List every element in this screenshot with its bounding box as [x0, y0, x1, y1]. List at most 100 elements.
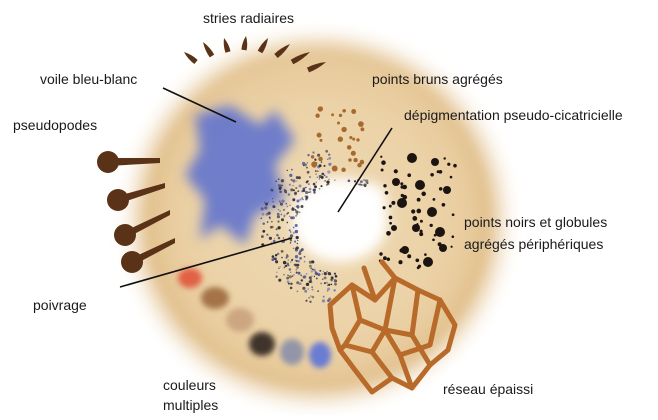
- pepper-dot: [319, 270, 321, 272]
- pepper-dot: [318, 273, 321, 276]
- pepper-dot: [272, 255, 275, 258]
- black-dot: [452, 213, 455, 216]
- pepper-dot: [328, 179, 330, 181]
- pepper-dot: [317, 177, 318, 178]
- black-dot: [428, 210, 433, 215]
- pepper-dot: [301, 248, 304, 251]
- scar-depigmentation: [292, 178, 388, 262]
- pepper-dot: [302, 199, 303, 200]
- pepper-dot: [283, 237, 284, 238]
- pepper-dot: [277, 226, 280, 229]
- black-dot: [447, 163, 450, 166]
- brown-dot: [356, 138, 359, 141]
- pepper-dot: [291, 208, 294, 211]
- black-dot: [415, 258, 419, 262]
- brown-dot: [337, 122, 340, 125]
- pepper-dot: [334, 289, 336, 291]
- pepper-dot: [309, 276, 312, 279]
- pepper-dot: [321, 161, 322, 162]
- pepper-dot: [270, 189, 273, 192]
- black-dot: [387, 258, 390, 261]
- pepper-dot: [324, 175, 325, 176]
- pepper-dot: [300, 275, 302, 277]
- pepper-dot: [317, 170, 319, 172]
- pepper-dot: [295, 209, 297, 211]
- black-dot: [383, 184, 386, 187]
- pepper-dot: [330, 279, 332, 281]
- pepper-dot: [305, 191, 308, 194]
- pepper-dot: [311, 270, 313, 272]
- brown-dot: [320, 139, 323, 142]
- pepper-dot: [286, 263, 289, 266]
- pepper-dot: [290, 239, 292, 241]
- pepper-dot: [281, 179, 284, 182]
- pepper-dot: [294, 192, 297, 195]
- pepper-dot: [277, 213, 280, 216]
- pepper-dot: [292, 275, 294, 277]
- pepper-dot: [279, 266, 280, 267]
- brown-dot: [311, 155, 314, 158]
- pepper-dot: [334, 179, 335, 180]
- pepper-dot: [297, 260, 300, 263]
- pepper-dot: [287, 212, 288, 213]
- pepper-dot: [290, 287, 293, 290]
- pepper-dot: [309, 188, 312, 191]
- pepper-dot: [360, 180, 363, 183]
- pepper-dot: [312, 289, 314, 291]
- black-dot: [439, 187, 443, 191]
- pepper-dot: [305, 195, 307, 197]
- pepper-dot: [327, 159, 328, 160]
- pepper-dot: [299, 257, 302, 260]
- pepper-dot: [313, 191, 315, 193]
- black-dot: [400, 185, 403, 188]
- pepper-dot: [289, 174, 292, 177]
- pepper-dot: [296, 281, 299, 284]
- pepper-dot: [288, 259, 289, 260]
- pepper-dot: [293, 248, 294, 249]
- pepper-dot: [281, 257, 283, 259]
- black-dot: [416, 223, 418, 225]
- pepper-dot: [278, 179, 279, 180]
- pepper-dot: [269, 217, 271, 219]
- pepper-dot: [276, 228, 278, 230]
- black-dot: [383, 256, 387, 260]
- pepper-dot: [291, 169, 293, 171]
- pepper-dot: [363, 183, 366, 186]
- pepper-dot: [335, 275, 338, 278]
- pepper-dot: [266, 234, 268, 236]
- pepper-dot: [295, 224, 298, 227]
- pepper-dot: [289, 184, 291, 186]
- pepper-dot: [316, 277, 318, 279]
- pepper-dot: [274, 238, 275, 239]
- black-dot: [419, 232, 423, 236]
- pepper-dot: [312, 151, 314, 153]
- color-swatch: [280, 339, 304, 365]
- label-radial-streaks: stries radiaires: [203, 10, 294, 27]
- pepper-dot: [299, 211, 301, 213]
- pepper-dot: [306, 167, 308, 169]
- pseudopod-head: [97, 151, 119, 173]
- pepper-dot: [262, 230, 265, 233]
- pepper-dot: [307, 154, 309, 156]
- brown-dot: [318, 157, 323, 162]
- brown-dot: [317, 133, 322, 138]
- color-swatch: [309, 342, 331, 368]
- pepper-dot: [292, 198, 295, 201]
- pepper-dot: [312, 296, 315, 299]
- pepper-dot: [290, 188, 293, 191]
- pepper-dot: [334, 283, 337, 286]
- black-dot: [438, 242, 442, 246]
- pepper-dot: [324, 276, 327, 279]
- black-dot: [379, 252, 382, 255]
- pepper-dot: [272, 201, 274, 203]
- black-globule: [431, 158, 439, 166]
- pepper-dot: [296, 272, 298, 274]
- black-dot: [421, 192, 426, 197]
- black-dot: [413, 225, 418, 230]
- pepper-dot: [278, 237, 280, 239]
- pepper-dot: [319, 188, 320, 189]
- pepper-dot: [272, 198, 273, 199]
- pepper-dot: [323, 271, 325, 273]
- black-dot: [418, 265, 421, 268]
- pepper-dot: [287, 206, 289, 208]
